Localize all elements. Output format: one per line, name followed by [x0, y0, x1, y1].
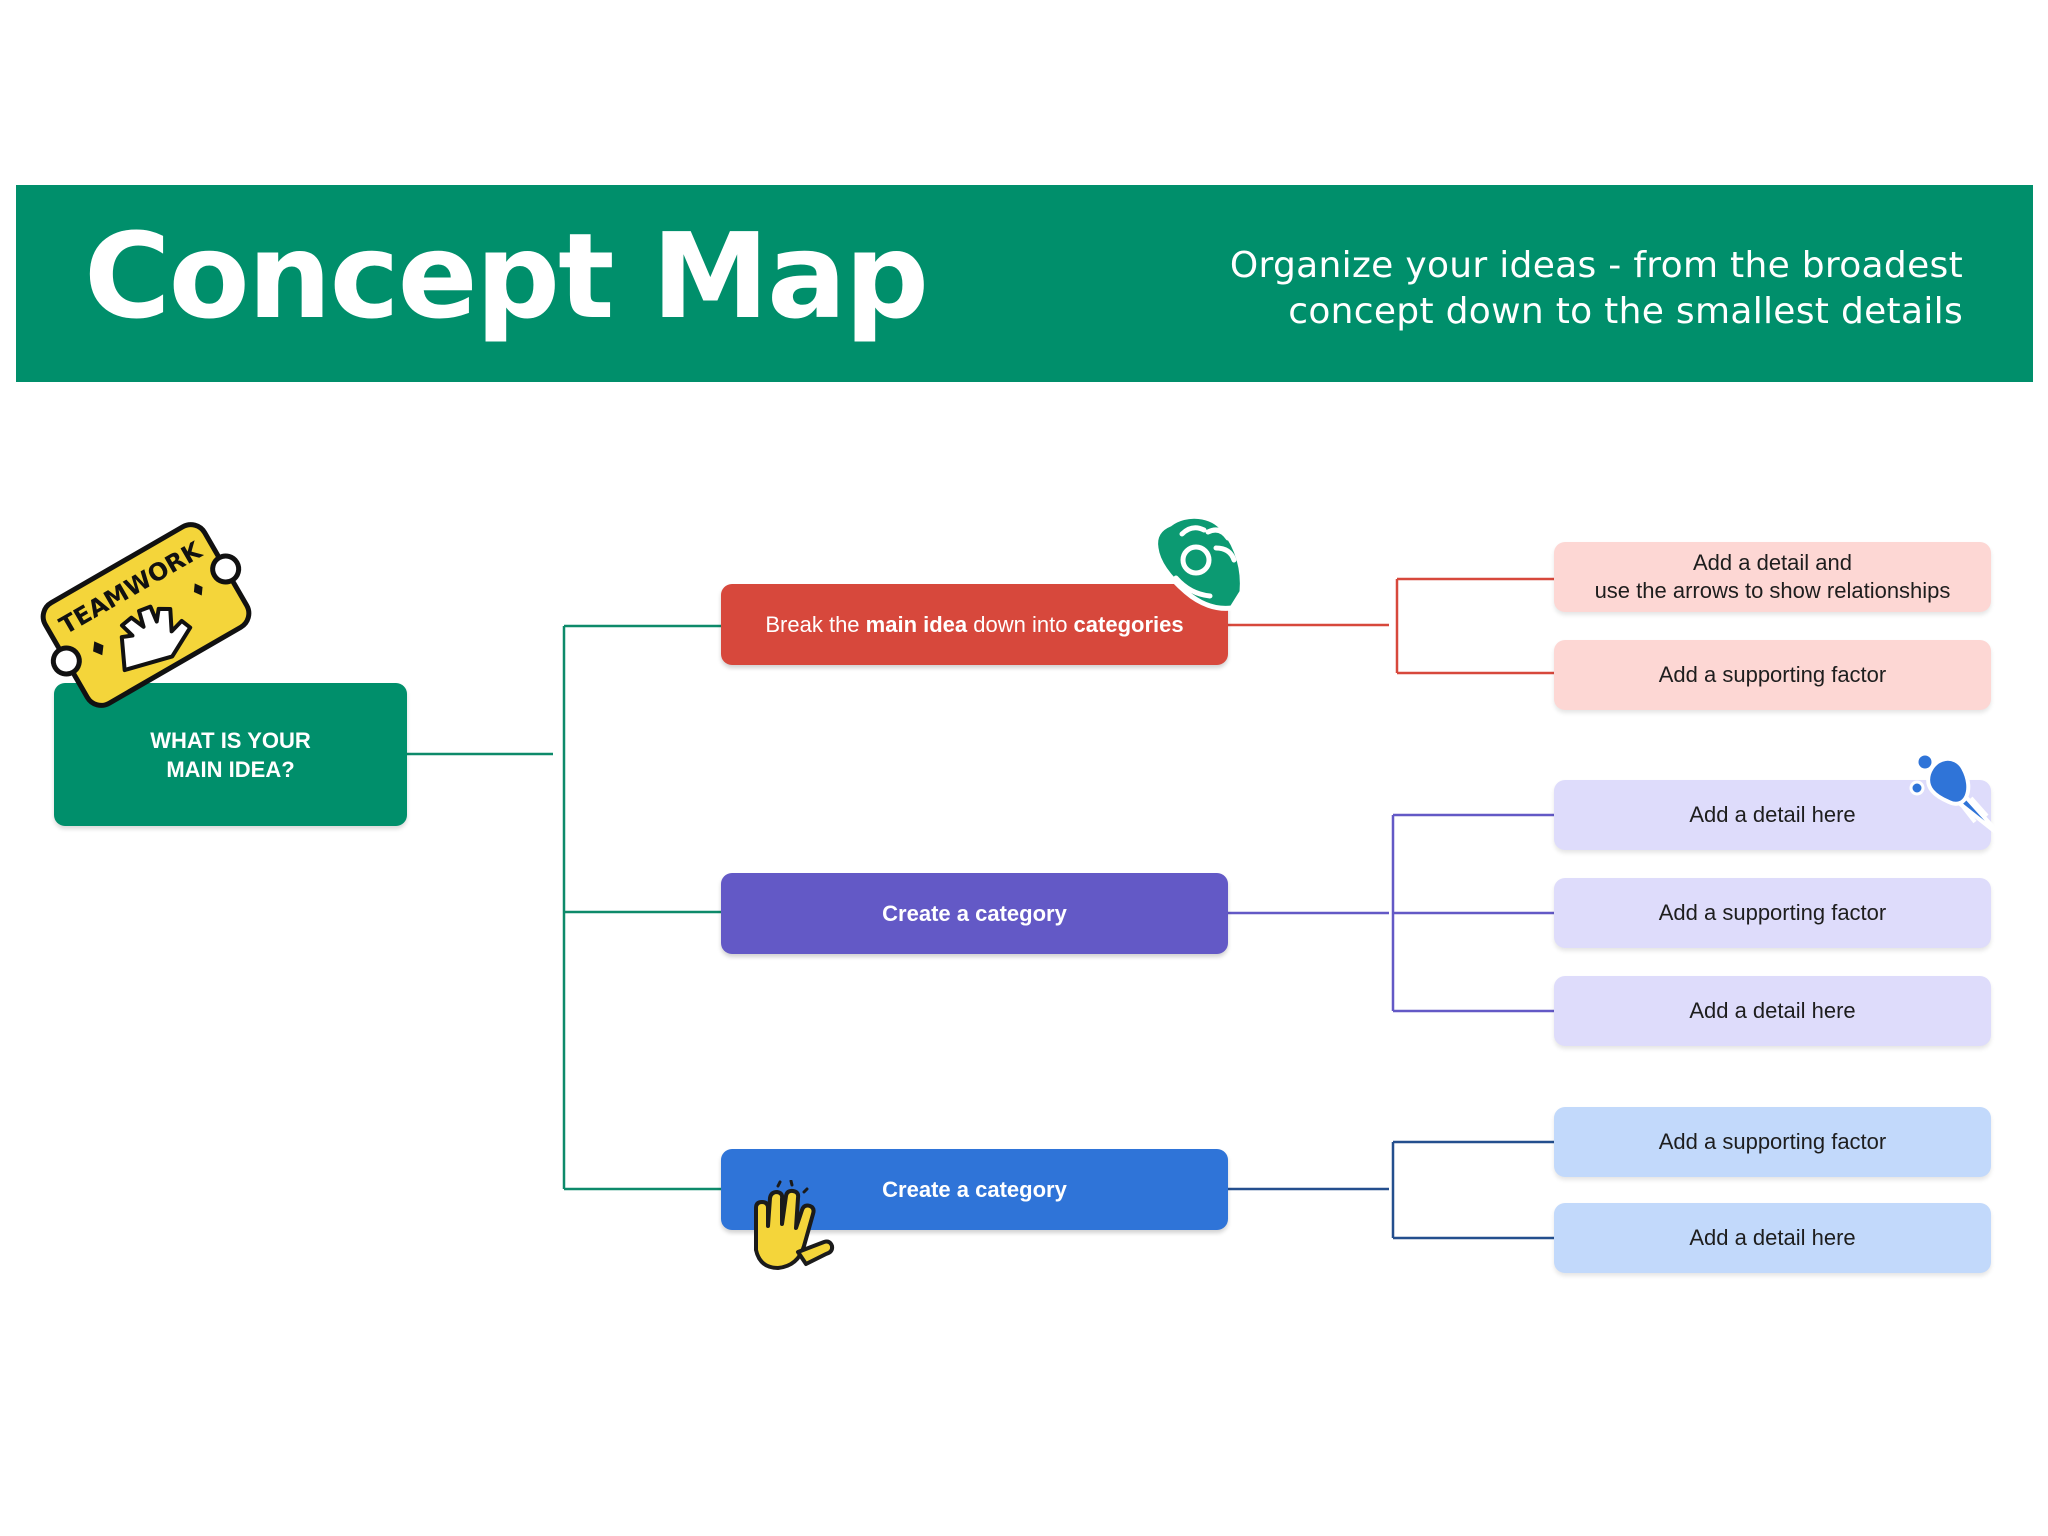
category-node-1[interactable]: Break the main idea down into categories	[721, 584, 1228, 665]
detail-node-1-1[interactable]: Add a detail and use the arrows to show …	[1554, 542, 1991, 612]
main-idea-node[interactable]: WHAT IS YOUR MAIN IDEA?	[54, 683, 407, 826]
main-idea-line-1: WHAT IS YOUR	[150, 727, 311, 753]
detail-2-3-label: Add a detail here	[1689, 998, 1856, 1023]
detail-3-1-label: Add a supporting factor	[1658, 1129, 1887, 1154]
category-3-label: Create a category	[882, 1176, 1067, 1202]
detail-2-2-label: Add a supporting factor	[1658, 900, 1887, 925]
connector-main-trunk	[407, 624, 721, 1191]
main-idea-line-2: MAIN IDEA?	[166, 756, 295, 782]
detail-node-3-1[interactable]: Add a supporting factor	[1554, 1107, 1991, 1177]
detail-1-1-line-1: Add a detail and	[1692, 550, 1853, 575]
category-2-label: Create a category	[882, 900, 1067, 926]
detail-node-2-1[interactable]: Add a detail here	[1554, 780, 1991, 850]
page-title: Concept Map	[84, 207, 929, 345]
category-1-label: Break the main idea down into categories	[765, 611, 1184, 637]
subtitle-line-1: Organize your ideas - from the broadest	[1229, 245, 1963, 286]
detail-node-2-3[interactable]: Add a detail here	[1554, 976, 1991, 1046]
teamwork-badge-icon: TEAMWORK	[40, 522, 252, 708]
detail-1-1-line-2: use the arrows to show relationships	[1594, 578, 1951, 603]
detail-node-1-2[interactable]: Add a supporting factor	[1554, 640, 1991, 710]
category-node-2[interactable]: Create a category	[721, 873, 1228, 954]
connector-purple-details	[1228, 813, 1554, 1013]
detail-3-2-label: Add a detail here	[1689, 1225, 1856, 1250]
connector-blue-details	[1228, 1140, 1554, 1240]
detail-2-1-label: Add a detail here	[1689, 802, 1856, 827]
party-popper-icon	[1909, 752, 2005, 840]
page-subtitle: Organize your ideas - from the broadest …	[1230, 243, 1963, 335]
ok-hand-icon	[1153, 513, 1245, 611]
high-five-icon	[754, 1180, 835, 1270]
detail-node-2-2[interactable]: Add a supporting factor	[1554, 878, 1991, 948]
header-banner: Concept Map Organize your ideas - from t…	[16, 185, 2033, 382]
detail-node-3-2[interactable]: Add a detail here	[1554, 1203, 1991, 1273]
detail-1-2-label: Add a supporting factor	[1658, 662, 1887, 687]
subtitle-line-2: concept down to the smallest details	[1288, 291, 1963, 332]
connector-red-details	[1228, 577, 1554, 675]
